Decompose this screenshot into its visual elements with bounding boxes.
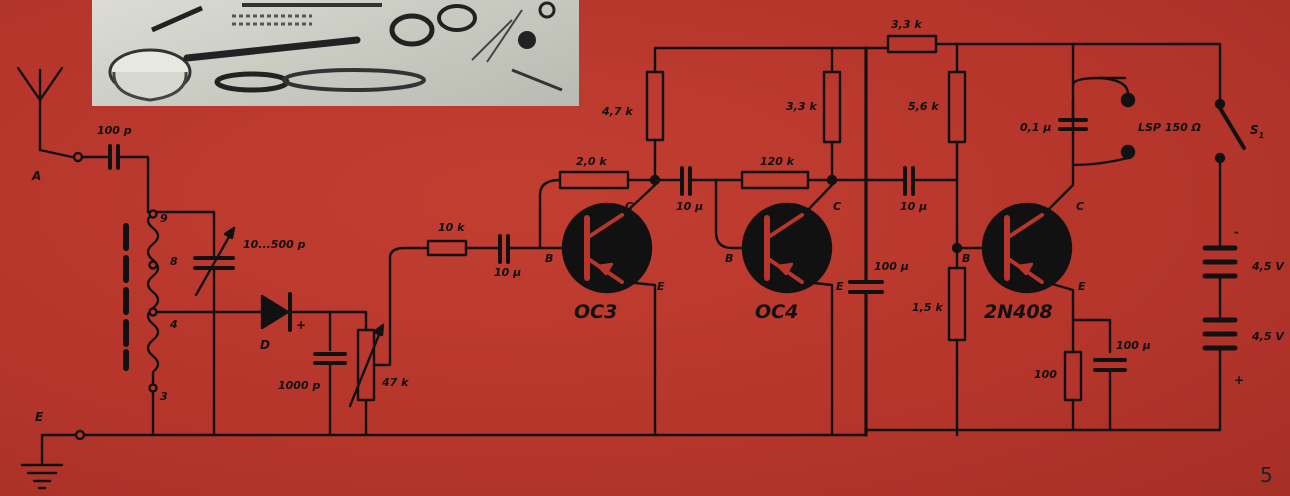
diode-plus-label: + — [296, 318, 306, 332]
coupling-cap-3-value: 10 μ — [900, 200, 927, 213]
oc4-collector-label: C — [833, 200, 841, 213]
battery-1 — [1202, 245, 1238, 279]
2n408-collector-label: C — [1076, 200, 1084, 213]
collector-resistor-2 — [822, 70, 842, 144]
transistor-oc3-label: OC3 — [574, 301, 617, 323]
2n408-base-label: B — [962, 252, 970, 265]
oc4-base-label: B — [725, 252, 733, 265]
input-resistor — [426, 239, 468, 257]
detector-filter-capacitor — [313, 352, 347, 365]
ground-icon — [20, 433, 78, 490]
tuning-coil — [146, 212, 160, 388]
filter-cap-value: 1000 p — [278, 379, 320, 392]
oc3-collector-label: C — [625, 200, 633, 213]
speaker-cap-value: 0,1 μ — [1020, 121, 1051, 134]
feedback-resistor-2 — [740, 170, 810, 190]
pot-value: 47 k — [381, 376, 409, 389]
earth-terminal-label: E — [35, 410, 44, 424]
transistor-2n408 — [981, 202, 1073, 294]
feedback-resistor-1-value: 2,0 k — [576, 155, 607, 168]
oc3-base-label: B — [545, 252, 553, 265]
battery-2-value: 4,5 V — [1251, 330, 1285, 343]
collector-resistor-1-value: 4,7 k — [601, 105, 633, 118]
speaker-label: LSP 150 Ω — [1138, 121, 1201, 134]
coil-tap-3: 3 — [160, 390, 168, 403]
diode-label: D — [260, 338, 270, 352]
transistor-oc4-label: OC4 — [755, 301, 798, 323]
emitter-cap-value: 100 μ — [1116, 339, 1151, 352]
coupling-cap-2-value: 10 μ — [676, 200, 703, 213]
emitter-resistor-value: 100 — [1034, 368, 1057, 381]
coil-tap-4: 4 — [169, 318, 178, 331]
emitter-resistor — [1063, 350, 1083, 402]
oc4-emitter-label: E — [836, 280, 844, 293]
bias-lower-value: 1,5 k — [912, 301, 943, 314]
coil-tap-8: 8 — [170, 255, 178, 268]
coil-tap-9: 9 — [160, 212, 168, 225]
switch-label: S1 — [1250, 123, 1264, 140]
collector-resistor-1 — [645, 70, 665, 142]
variable-cap-value: 10...500 p — [243, 238, 306, 251]
emitter-capacitor — [1093, 358, 1127, 372]
transistor-oc4 — [741, 202, 833, 294]
input-cap-value: 10 μ — [494, 266, 521, 279]
feedback-resistor-1 — [558, 170, 630, 190]
variable-capacitor — [193, 226, 236, 297]
decoupling-cap-value: 100 μ — [874, 260, 909, 273]
battery-2 — [1202, 317, 1238, 351]
page-number: 5 — [1260, 463, 1273, 487]
parts-photo-illustration — [108, 1, 563, 102]
transistor-oc3 — [561, 202, 653, 294]
bias-resistor-upper — [947, 70, 967, 144]
bias-resistor-lower — [947, 266, 967, 342]
antenna-icon — [16, 66, 64, 152]
collector-resistor-2-value: 3,3 k — [786, 100, 817, 113]
decoupling-resistor-value: 3,3 k — [891, 18, 922, 31]
diode — [260, 292, 292, 332]
transistor-2n408-label: 2N408 — [984, 301, 1053, 323]
battery-1-value: 4,5 V — [1251, 260, 1285, 273]
input-resistor-value: 10 k — [438, 221, 465, 234]
battery-plus-label: + — [1234, 373, 1244, 387]
battery-minus-label: - — [1234, 225, 1239, 239]
feedback-resistor-2-value: 120 k — [760, 155, 795, 168]
bias-upper-value: 5,6 k — [908, 100, 939, 113]
oc3-emitter-label: E — [657, 280, 665, 293]
antenna-terminal-label: A — [31, 169, 41, 183]
coupling-cap-value: 100 p — [97, 124, 132, 137]
2n408-emitter-label: E — [1078, 280, 1086, 293]
parts-photo — [92, 0, 579, 106]
decoupling-resistor — [886, 34, 938, 54]
